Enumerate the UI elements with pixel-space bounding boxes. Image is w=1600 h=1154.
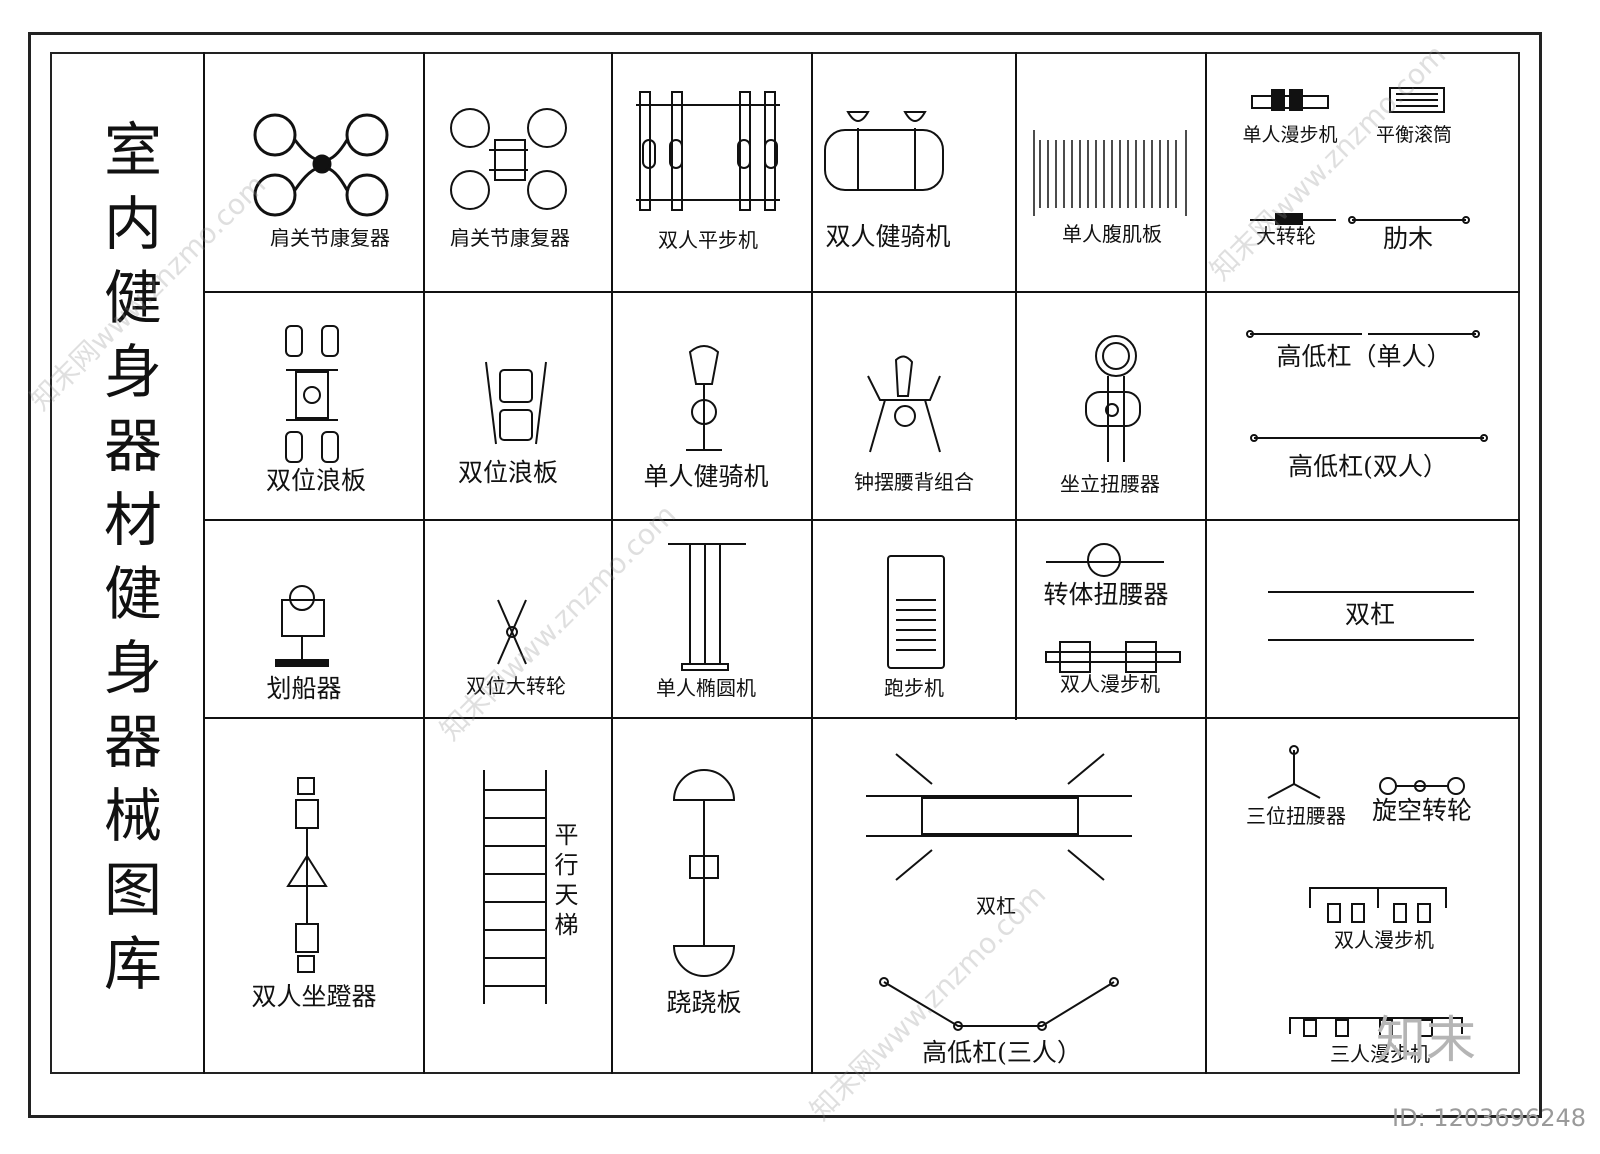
twister-icon xyxy=(1045,543,1181,673)
label-balance-roller: 平衡滚筒 xyxy=(1375,124,1453,146)
elliptical-icon xyxy=(668,543,746,671)
label-hl-bar-single: 高低杠（单人） xyxy=(1276,342,1452,371)
label-double-rider: 双人健骑机 xyxy=(825,222,951,251)
seesaw-icon xyxy=(672,769,736,977)
bar-icon xyxy=(1246,330,1488,442)
label-seated-pedal: 双人坐蹬器 xyxy=(251,982,377,1011)
title-column: 室内健身器材健身器械图库 xyxy=(52,54,204,1072)
wave-board-icon xyxy=(285,325,339,463)
label-shoulder-rehab-2: 肩关节康复器 xyxy=(450,226,570,250)
label-big-wheel: 大转轮 xyxy=(1256,224,1316,248)
pedal-icon xyxy=(286,777,328,973)
stroller-icon xyxy=(1309,887,1447,923)
label-sit-twister: 坐立扭腰器 xyxy=(1060,472,1160,496)
label-triple-twister: 三位扭腰器 xyxy=(1246,804,1346,828)
page-title: 室内健身器材健身器械图库 xyxy=(94,119,162,1007)
outer-frame xyxy=(28,32,1542,1118)
label-triple-stroller: 三人漫步机 xyxy=(1330,1042,1430,1066)
rib-bar-icon xyxy=(1348,216,1470,224)
label-wave-board-1: 双位浪板 xyxy=(265,466,367,495)
shoulder-rehab-icon xyxy=(253,113,389,217)
brand-logo: 知末 xyxy=(1376,1011,1476,1069)
rider-icon xyxy=(824,111,944,191)
image-id: ID: 1203696248 xyxy=(1392,1104,1586,1132)
label-single-stroller: 单人漫步机 xyxy=(1242,124,1338,146)
roller-icon xyxy=(1389,87,1445,113)
label-seesaw: 跷跷板 xyxy=(666,988,742,1017)
treadmill-icon xyxy=(887,555,945,669)
twister-icon xyxy=(1085,335,1141,462)
label-treadmill: 跑步机 xyxy=(884,676,944,700)
rider-icon xyxy=(686,345,722,451)
ladder-icon xyxy=(483,770,547,1004)
label-body-twister: 转体扭腰器 xyxy=(1043,580,1169,609)
label-ab-board: 单人腹肌板 xyxy=(1062,222,1162,246)
label-rowing: 划船器 xyxy=(266,674,342,703)
label-elliptical: 单人椭圆机 xyxy=(656,676,756,700)
label-parallel-bars: 双杠 xyxy=(1344,600,1396,629)
wave-board-icon xyxy=(485,361,547,445)
wheel-icon xyxy=(1379,777,1465,795)
label-double-stroller: 双人漫步机 xyxy=(1060,672,1160,696)
label-double-walker: 双人平步机 xyxy=(658,228,758,252)
bar-icon xyxy=(1268,591,1474,641)
label-rib-bar: 肋木 xyxy=(1382,224,1434,253)
label-double-big-wheel: 双位大转轮 xyxy=(466,674,566,698)
bar-icon xyxy=(879,977,1119,1031)
label-pendulum: 钟摆腰背组合 xyxy=(854,470,974,494)
ab-board-icon xyxy=(1033,130,1187,216)
label-double-stroller-2: 双人漫步机 xyxy=(1334,928,1434,952)
label-ladder: 平行天梯 xyxy=(550,822,578,942)
label-hl-bar-double: 高低杠(双人） xyxy=(1288,452,1448,481)
label-shoulder-rehab-1: 肩关节康复器 xyxy=(270,226,390,250)
wheel-icon xyxy=(497,599,527,665)
twister-icon xyxy=(1267,745,1321,799)
rowing-icon xyxy=(275,585,329,667)
label-hl-bar-triple: 高低杠(三人） xyxy=(922,1038,1082,1067)
walker-icon xyxy=(636,91,780,211)
inner-frame xyxy=(50,52,1520,1074)
label-spin-wheel: 旋空转轮 xyxy=(1371,796,1473,825)
label-wave-board-2: 双位浪板 xyxy=(457,458,559,487)
stroller-icon xyxy=(1289,1017,1463,1037)
label-single-rider: 单人健骑机 xyxy=(643,462,769,491)
stroller-icon xyxy=(1251,89,1329,111)
label-parallel-bars-2: 双杠 xyxy=(976,894,1016,918)
wheel-icon xyxy=(1250,213,1336,225)
bar-icon xyxy=(866,753,1132,881)
pendulum-icon xyxy=(867,355,941,453)
shoulder-rehab-icon xyxy=(450,108,567,210)
